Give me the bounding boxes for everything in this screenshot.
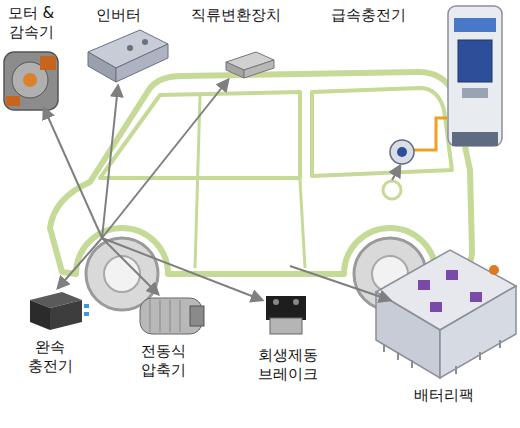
dc-converter-label: 직류변환장치: [176, 6, 296, 25]
inverter-picture: [88, 30, 168, 82]
slow-charger-picture: [30, 292, 89, 330]
motor-label: 모터 & 감속기: [2, 4, 60, 42]
motor-picture: [4, 52, 58, 110]
compressor-label: 전동식 압축기: [130, 342, 196, 380]
brake-label: 회생제동 브레이크: [240, 346, 336, 384]
brake-picture: [266, 296, 306, 334]
slow-charger-label: 완속 충전기: [20, 338, 80, 376]
battery-pack-picture: [376, 250, 516, 378]
battery-label: 배터리팩: [398, 386, 490, 405]
compressor-picture: [140, 298, 204, 334]
leader-arrows: [44, 80, 400, 300]
dc-converter-picture: [226, 52, 274, 78]
inverter-label: 인버터: [86, 6, 150, 25]
fast-charger-label: 급속충전기: [316, 6, 420, 25]
wheels: [86, 238, 426, 310]
fast-charger-picture: [383, 6, 502, 199]
